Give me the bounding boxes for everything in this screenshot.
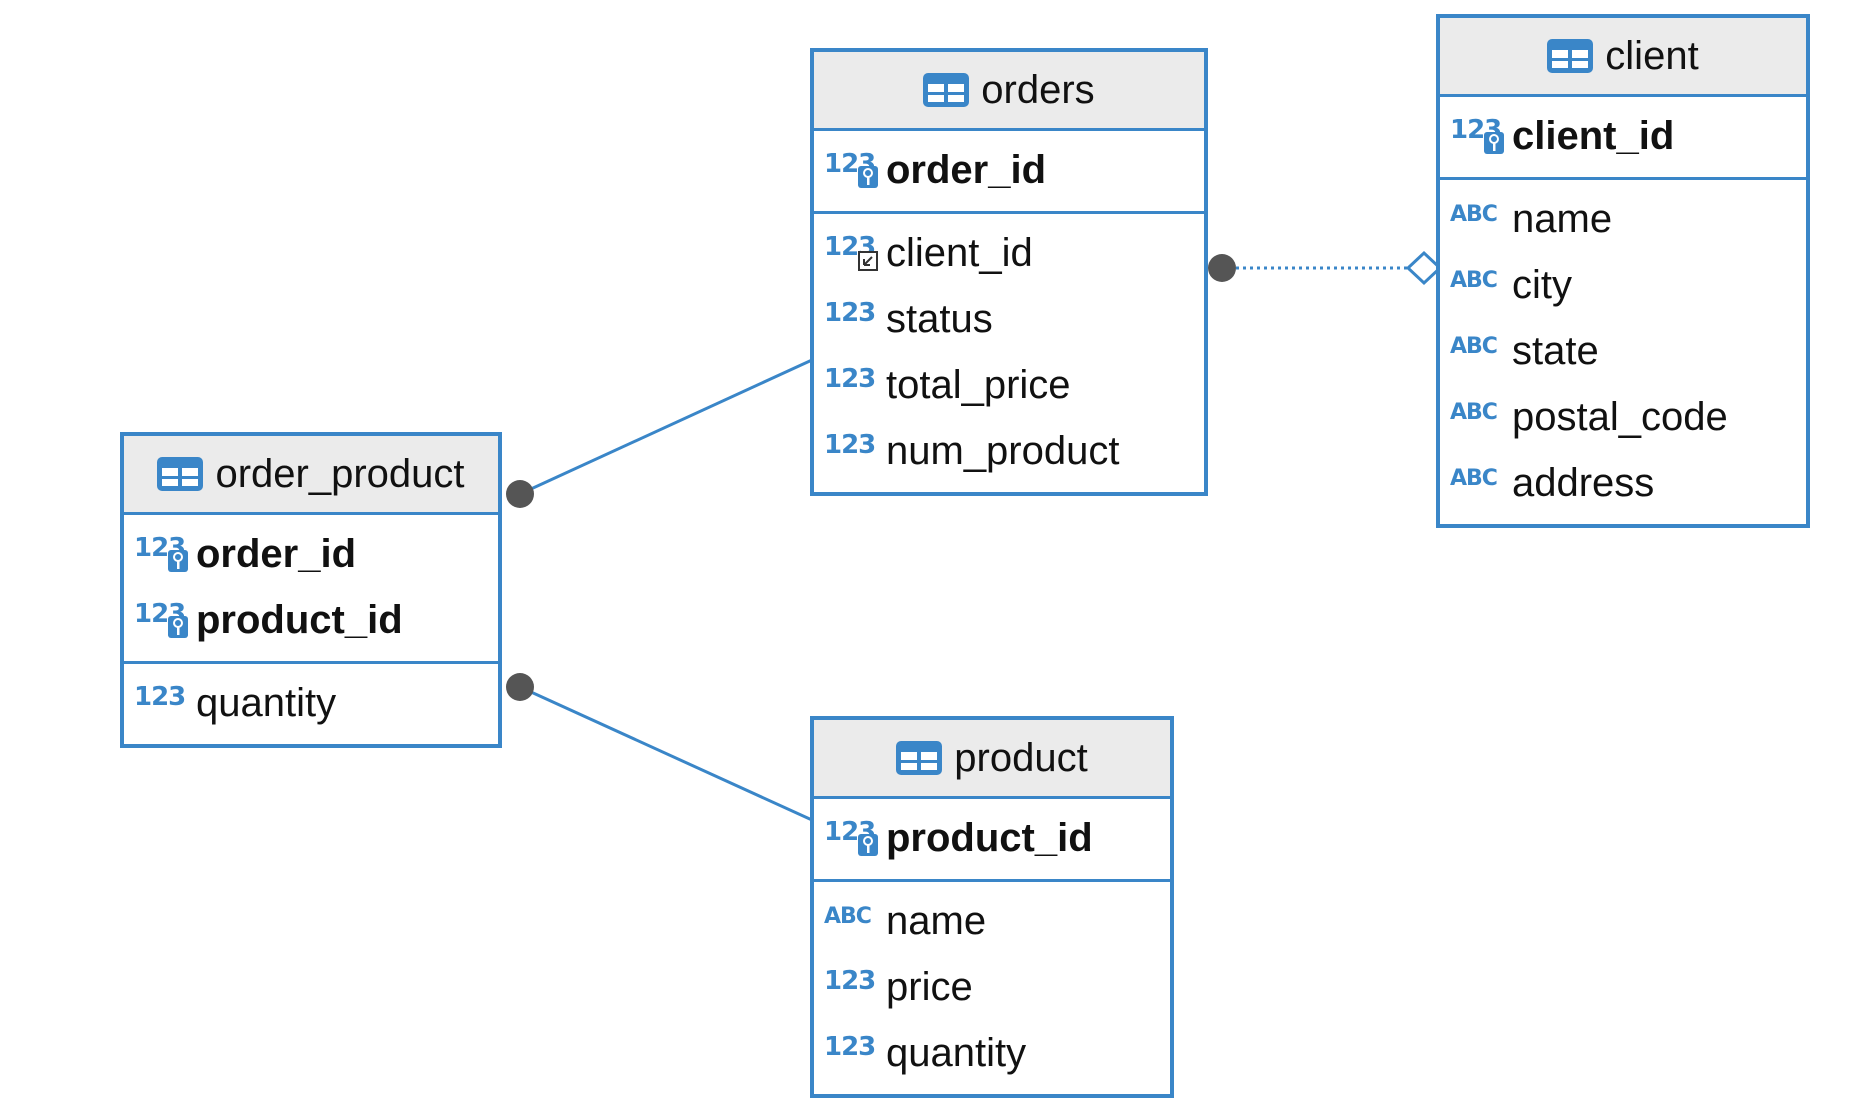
entity-header[interactable]: client bbox=[1440, 18, 1806, 97]
text-type-icon: ABC bbox=[1450, 400, 1498, 425]
column-name: price bbox=[886, 964, 973, 1009]
entity-header[interactable]: order_product bbox=[124, 436, 498, 515]
column-row[interactable]: ABC name bbox=[1440, 186, 1806, 252]
key-section: 123 order_id bbox=[814, 131, 1204, 214]
column-row[interactable]: 123 client_id bbox=[814, 220, 1204, 286]
column-name: client_id bbox=[1512, 113, 1675, 158]
column-row[interactable]: ABC city bbox=[1440, 252, 1806, 318]
relationship-end-orders-client-circle bbox=[1208, 254, 1236, 282]
text-type-icon: ABC bbox=[1450, 466, 1498, 491]
column-name: city bbox=[1512, 262, 1572, 307]
column-row[interactable]: ABC postal_code bbox=[1440, 384, 1806, 450]
relationship-line-order-product-product[interactable] bbox=[519, 685, 813, 822]
entity-order-product[interactable]: order_product 123 order_id 123 product_i… bbox=[120, 432, 502, 748]
column-row[interactable]: 123 quantity bbox=[124, 670, 498, 736]
column-row[interactable]: ABC state bbox=[1440, 318, 1806, 384]
attribute-section: 123 client_id 123 status 123 total_price… bbox=[814, 214, 1204, 492]
numeric-type-icon: 123 bbox=[824, 430, 876, 460]
primary-key-icon: 123 bbox=[824, 149, 880, 190]
column-name: product_id bbox=[886, 815, 1093, 860]
numeric-type-icon: 123 bbox=[824, 1032, 876, 1062]
column-row[interactable]: 123 status bbox=[814, 286, 1204, 352]
table-icon bbox=[1547, 39, 1594, 73]
primary-key-icon: 123 bbox=[134, 533, 190, 574]
table-icon bbox=[923, 73, 970, 107]
entity-orders[interactable]: orders 123 order_id 123 client_id 123 st… bbox=[810, 48, 1208, 496]
entity-title: orders bbox=[981, 67, 1095, 112]
column-row[interactable]: 123 quantity bbox=[814, 1020, 1170, 1086]
column-name: order_id bbox=[196, 531, 357, 576]
key-section: 123 order_id 123 product_id bbox=[124, 515, 498, 664]
column-row[interactable]: 123 price bbox=[814, 954, 1170, 1020]
column-row[interactable]: 123 order_id bbox=[124, 521, 498, 587]
column-row[interactable]: 123 total_price bbox=[814, 352, 1204, 418]
column-name: quantity bbox=[196, 680, 337, 725]
entity-product[interactable]: product 123 product_id ABC name 123 pric… bbox=[810, 716, 1174, 1098]
column-name: num_product bbox=[886, 428, 1120, 473]
numeric-type-icon: 123 bbox=[824, 364, 876, 394]
column-row[interactable]: 123 product_id bbox=[814, 805, 1170, 871]
attribute-section: ABC name ABC city ABC state ABC postal_c… bbox=[1440, 180, 1806, 524]
column-name: client_id bbox=[886, 230, 1033, 275]
relationship-line-order-product-orders[interactable] bbox=[519, 358, 813, 496]
column-row[interactable]: 123 client_id bbox=[1440, 103, 1806, 169]
column-row[interactable]: ABC name bbox=[814, 888, 1170, 954]
relationship-end-order-product-orders-circle bbox=[506, 480, 534, 508]
column-name: quantity bbox=[886, 1030, 1027, 1075]
column-name: state bbox=[1512, 328, 1599, 373]
primary-key-icon: 123 bbox=[1450, 115, 1506, 156]
primary-key-icon: 123 bbox=[134, 599, 190, 640]
primary-key-icon: 123 bbox=[824, 817, 880, 858]
numeric-type-icon: 123 bbox=[134, 682, 186, 712]
entity-header[interactable]: orders bbox=[814, 52, 1204, 131]
text-type-icon: ABC bbox=[1450, 334, 1498, 359]
column-row[interactable]: 123 order_id bbox=[814, 137, 1204, 203]
key-section: 123 client_id bbox=[1440, 97, 1806, 180]
column-name: name bbox=[886, 898, 987, 943]
text-type-icon: ABC bbox=[824, 904, 872, 929]
column-name: status bbox=[886, 296, 993, 341]
column-row[interactable]: 123 product_id bbox=[124, 587, 498, 653]
column-name: order_id bbox=[886, 147, 1047, 192]
entity-title: order_product bbox=[215, 451, 465, 496]
column-name: name bbox=[1512, 196, 1613, 241]
relationship-end-order-product-product-circle bbox=[506, 673, 534, 701]
column-name: product_id bbox=[196, 597, 403, 642]
foreign-key-icon: 123 bbox=[824, 232, 880, 273]
entity-client[interactable]: client 123 client_id ABC name ABC city A… bbox=[1436, 14, 1810, 528]
attribute-section: ABC name 123 price 123 quantity bbox=[814, 882, 1170, 1094]
numeric-type-icon: 123 bbox=[824, 966, 876, 996]
column-name: address bbox=[1512, 460, 1655, 505]
text-type-icon: ABC bbox=[1450, 268, 1498, 293]
column-name: total_price bbox=[886, 362, 1071, 407]
entity-title: client bbox=[1605, 33, 1699, 78]
table-icon bbox=[896, 741, 943, 775]
numeric-type-icon: 123 bbox=[824, 298, 876, 328]
table-icon bbox=[157, 457, 204, 491]
key-section: 123 product_id bbox=[814, 799, 1170, 882]
entity-title: product bbox=[954, 735, 1088, 780]
column-row[interactable]: ABC address bbox=[1440, 450, 1806, 516]
text-type-icon: ABC bbox=[1450, 202, 1498, 227]
attribute-section: 123 quantity bbox=[124, 664, 498, 744]
column-row[interactable]: 123 num_product bbox=[814, 418, 1204, 484]
entity-header[interactable]: product bbox=[814, 720, 1170, 799]
column-name: postal_code bbox=[1512, 394, 1728, 439]
